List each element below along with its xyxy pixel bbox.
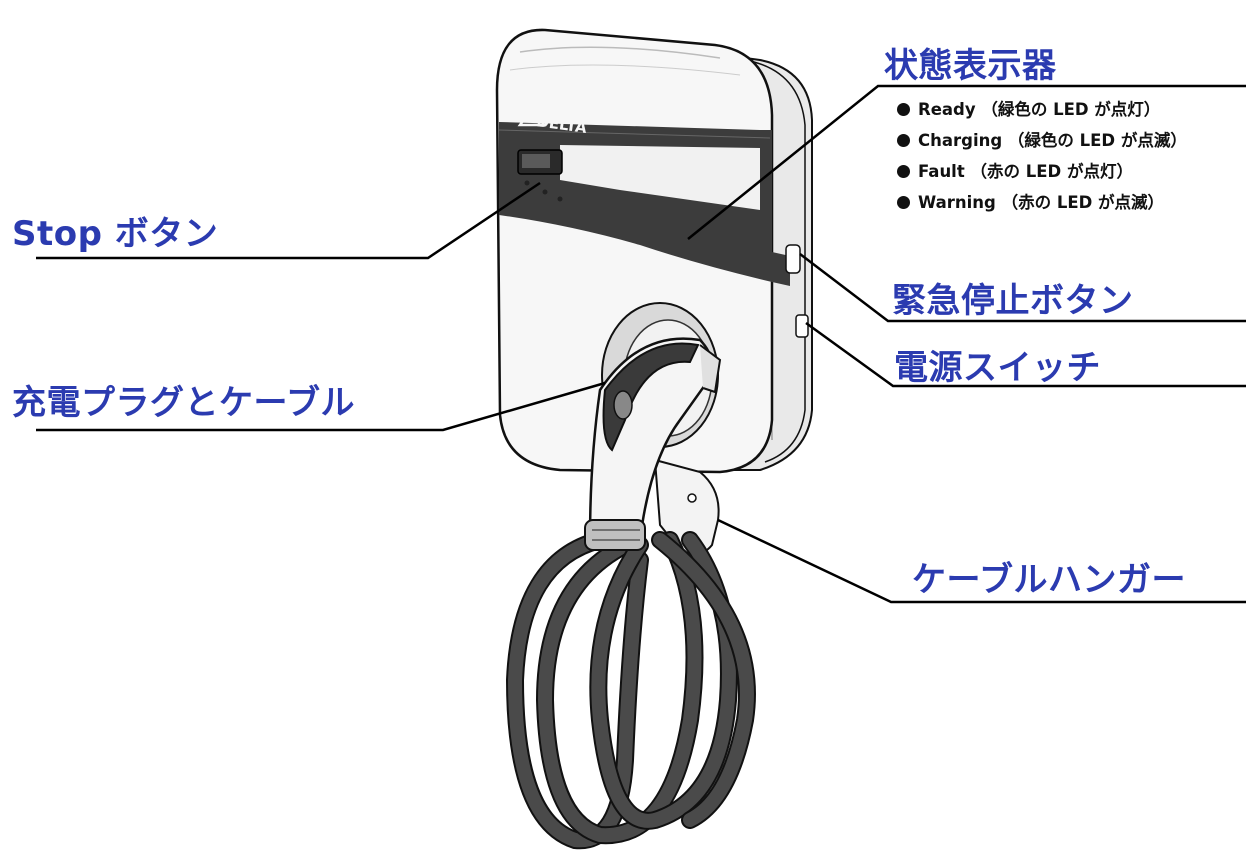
leader-plug-cable [36,381,606,432]
label-plug-cable: 充電プラグとケーブル [12,383,355,423]
bullet-icon [897,134,910,147]
leader-stop-button [36,181,541,260]
bullet-icon [897,103,910,116]
charging-plug [584,337,722,551]
label-emergency-stop: 緊急停止ボタン [892,281,1134,321]
bullet-icon [897,165,910,178]
status-item-charging: Charging （緑色の LED が点滅） [897,125,1187,156]
emergency-stop-switch [785,244,801,274]
label-stop-button: Stop ボタン [12,214,219,254]
leader-cable-hanger [717,518,1246,604]
leader-status-indicator [687,84,1246,240]
status-item-ready: Ready （緑色の LED が点灯） [897,94,1187,125]
leader-emergency-stop [799,253,1246,323]
power-switch [795,314,809,338]
status-item-fault: Fault （赤の LED が点灯） [897,156,1187,187]
label-cable-hanger: ケーブルハンガー [912,560,1186,600]
label-power-switch: 電源スイッチ [894,348,1101,388]
label-status-indicator: 状態表示器 [884,46,1057,86]
status-item-warning: Warning （赤の LED が点滅） [897,187,1187,218]
status-list: Ready （緑色の LED が点灯） Charging （緑色の LED が点… [897,94,1187,218]
charging-cable [505,531,756,850]
delta-logo-icon [517,105,547,127]
leader-lines [36,84,1246,604]
leader-power-switch [805,321,1246,388]
bullet-icon [897,196,910,209]
